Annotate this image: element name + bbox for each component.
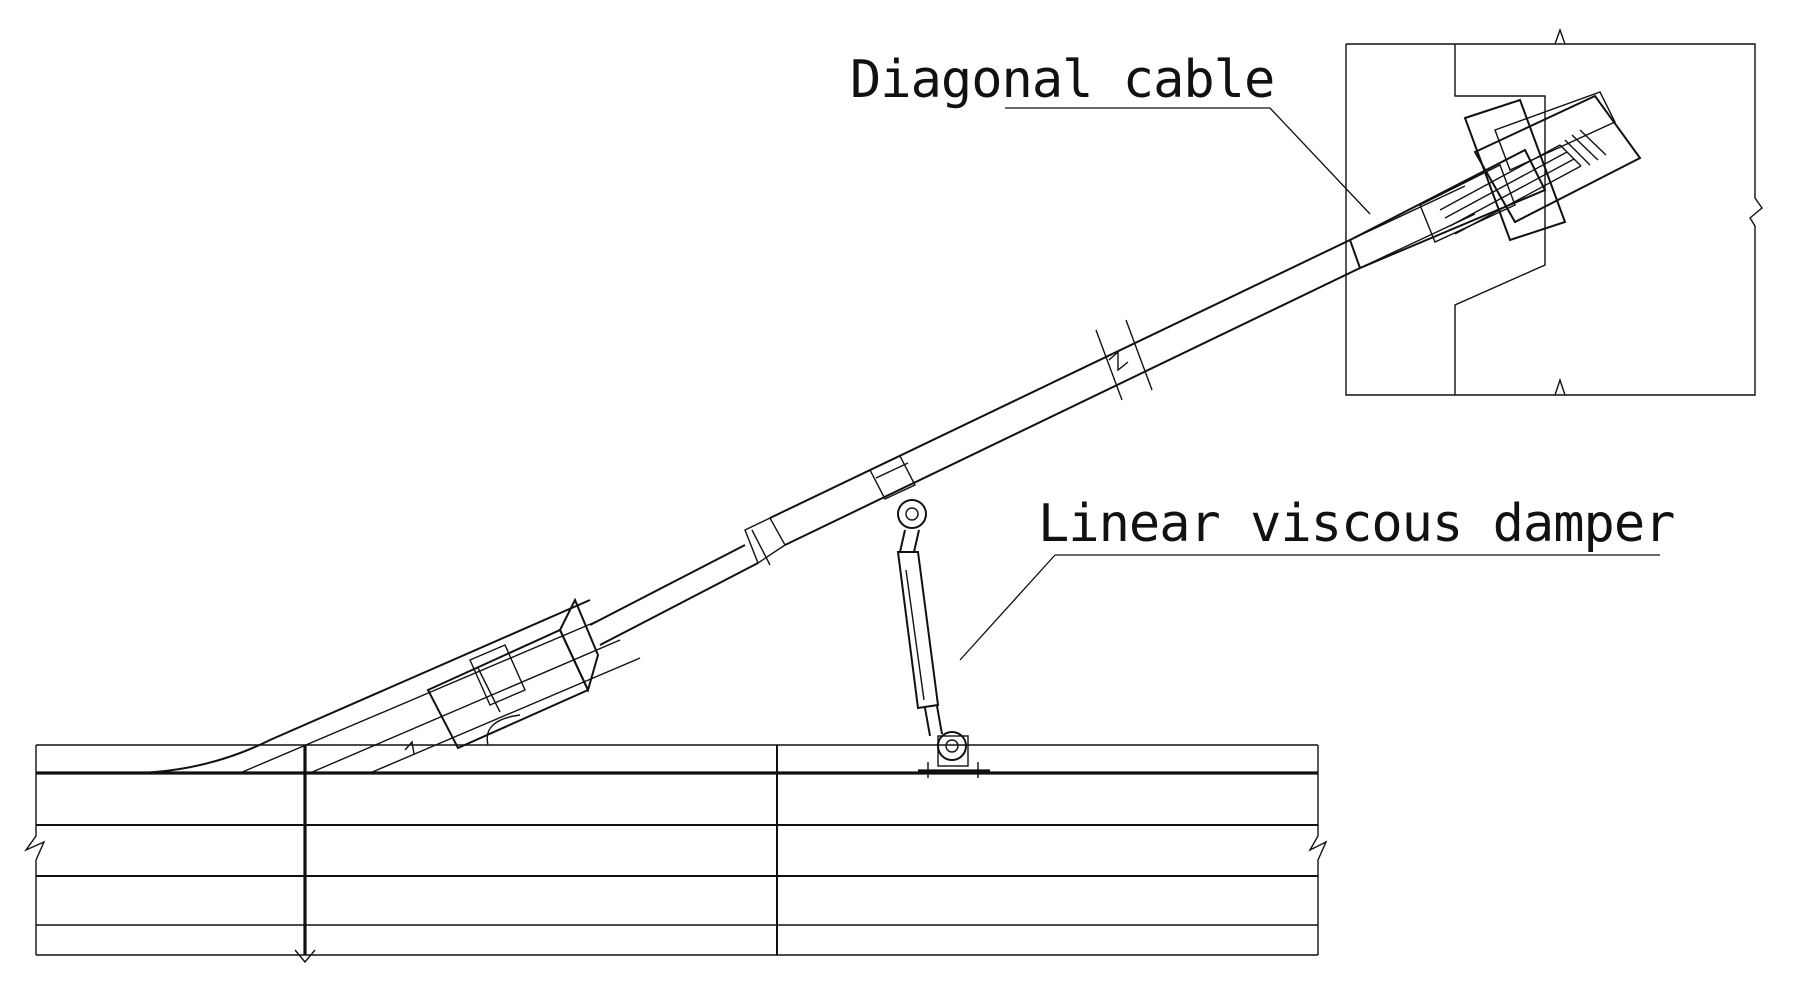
- cable-break-symbol: [1095, 319, 1153, 401]
- deck-anchorage: [139, 597, 641, 774]
- diagonal-cable-label: Diagonal cable: [850, 50, 1274, 110]
- linear-viscous-damper: [896, 499, 990, 778]
- damper-label: Linear viscous damper: [1038, 494, 1674, 554]
- tower-anchorage: [1345, 27, 1763, 396]
- diagonal-cable: [589, 239, 1361, 646]
- bridge-deck: [23, 744, 1328, 964]
- anchor-wires: [1439, 129, 1607, 235]
- leader-lines: [959, 107, 1660, 661]
